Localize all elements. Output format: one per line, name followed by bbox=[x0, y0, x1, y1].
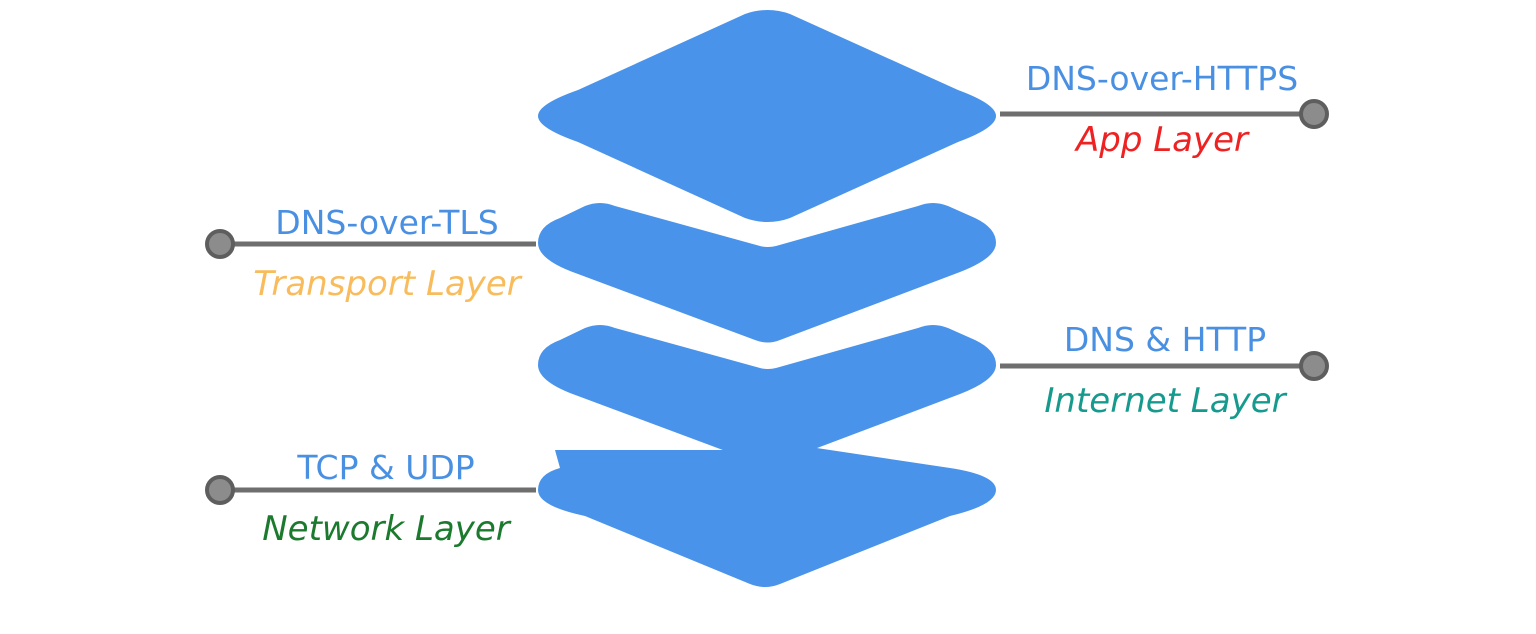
connector-internet bbox=[1000, 351, 1329, 381]
connector-node-app bbox=[1299, 99, 1329, 129]
layer-label-network: Network Layer bbox=[262, 509, 512, 549]
layer-label-internet: Internet Layer bbox=[1044, 381, 1287, 421]
connector-node-transport bbox=[205, 229, 235, 259]
slab-network bbox=[538, 444, 996, 587]
tech-label-internet: DNS & HTTP bbox=[1064, 320, 1266, 359]
slab-app bbox=[538, 10, 996, 222]
layer-label-app: App Layer bbox=[1074, 120, 1250, 160]
connector-node-internet bbox=[1299, 351, 1329, 381]
layer-label-transport: Transport Layer bbox=[253, 264, 523, 304]
tech-label-app: DNS-over-HTTPS bbox=[1026, 59, 1298, 98]
connector-app bbox=[1000, 99, 1329, 129]
layer-stack bbox=[538, 10, 996, 587]
tech-label-transport: DNS-over-TLS bbox=[275, 203, 498, 242]
slab-internet bbox=[538, 325, 996, 465]
tech-label-network: TCP & UDP bbox=[296, 448, 474, 487]
connector-network bbox=[205, 475, 536, 505]
connector-node-network bbox=[205, 475, 235, 505]
connector-transport bbox=[205, 229, 536, 259]
slab-transport bbox=[538, 203, 996, 343]
